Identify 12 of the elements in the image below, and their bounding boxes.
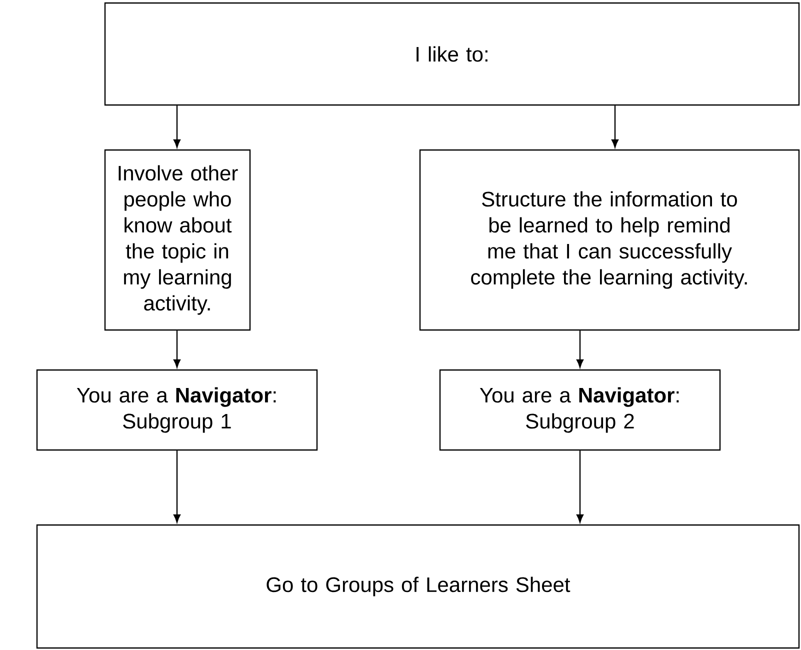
flow-box: You are a Navigator: Subgroup 1 xyxy=(36,369,318,451)
flow-box: Involve other people who know about the topic in my learning activity. xyxy=(104,149,251,331)
arrow xyxy=(174,330,181,368)
flow-box: Go to Groups of Learners Sheet xyxy=(36,524,800,649)
arrow xyxy=(611,106,619,148)
flow-box: You are a Navigator: Subgroup 2 xyxy=(439,369,721,451)
arrow xyxy=(174,450,181,523)
flow-box: Structure the information to be learned to help remind me that I can successfully complete the learning activity. xyxy=(419,149,800,331)
arrow xyxy=(576,450,584,523)
arrow xyxy=(174,106,181,148)
arrow xyxy=(576,330,584,368)
flow-box: I like to: xyxy=(104,2,800,106)
